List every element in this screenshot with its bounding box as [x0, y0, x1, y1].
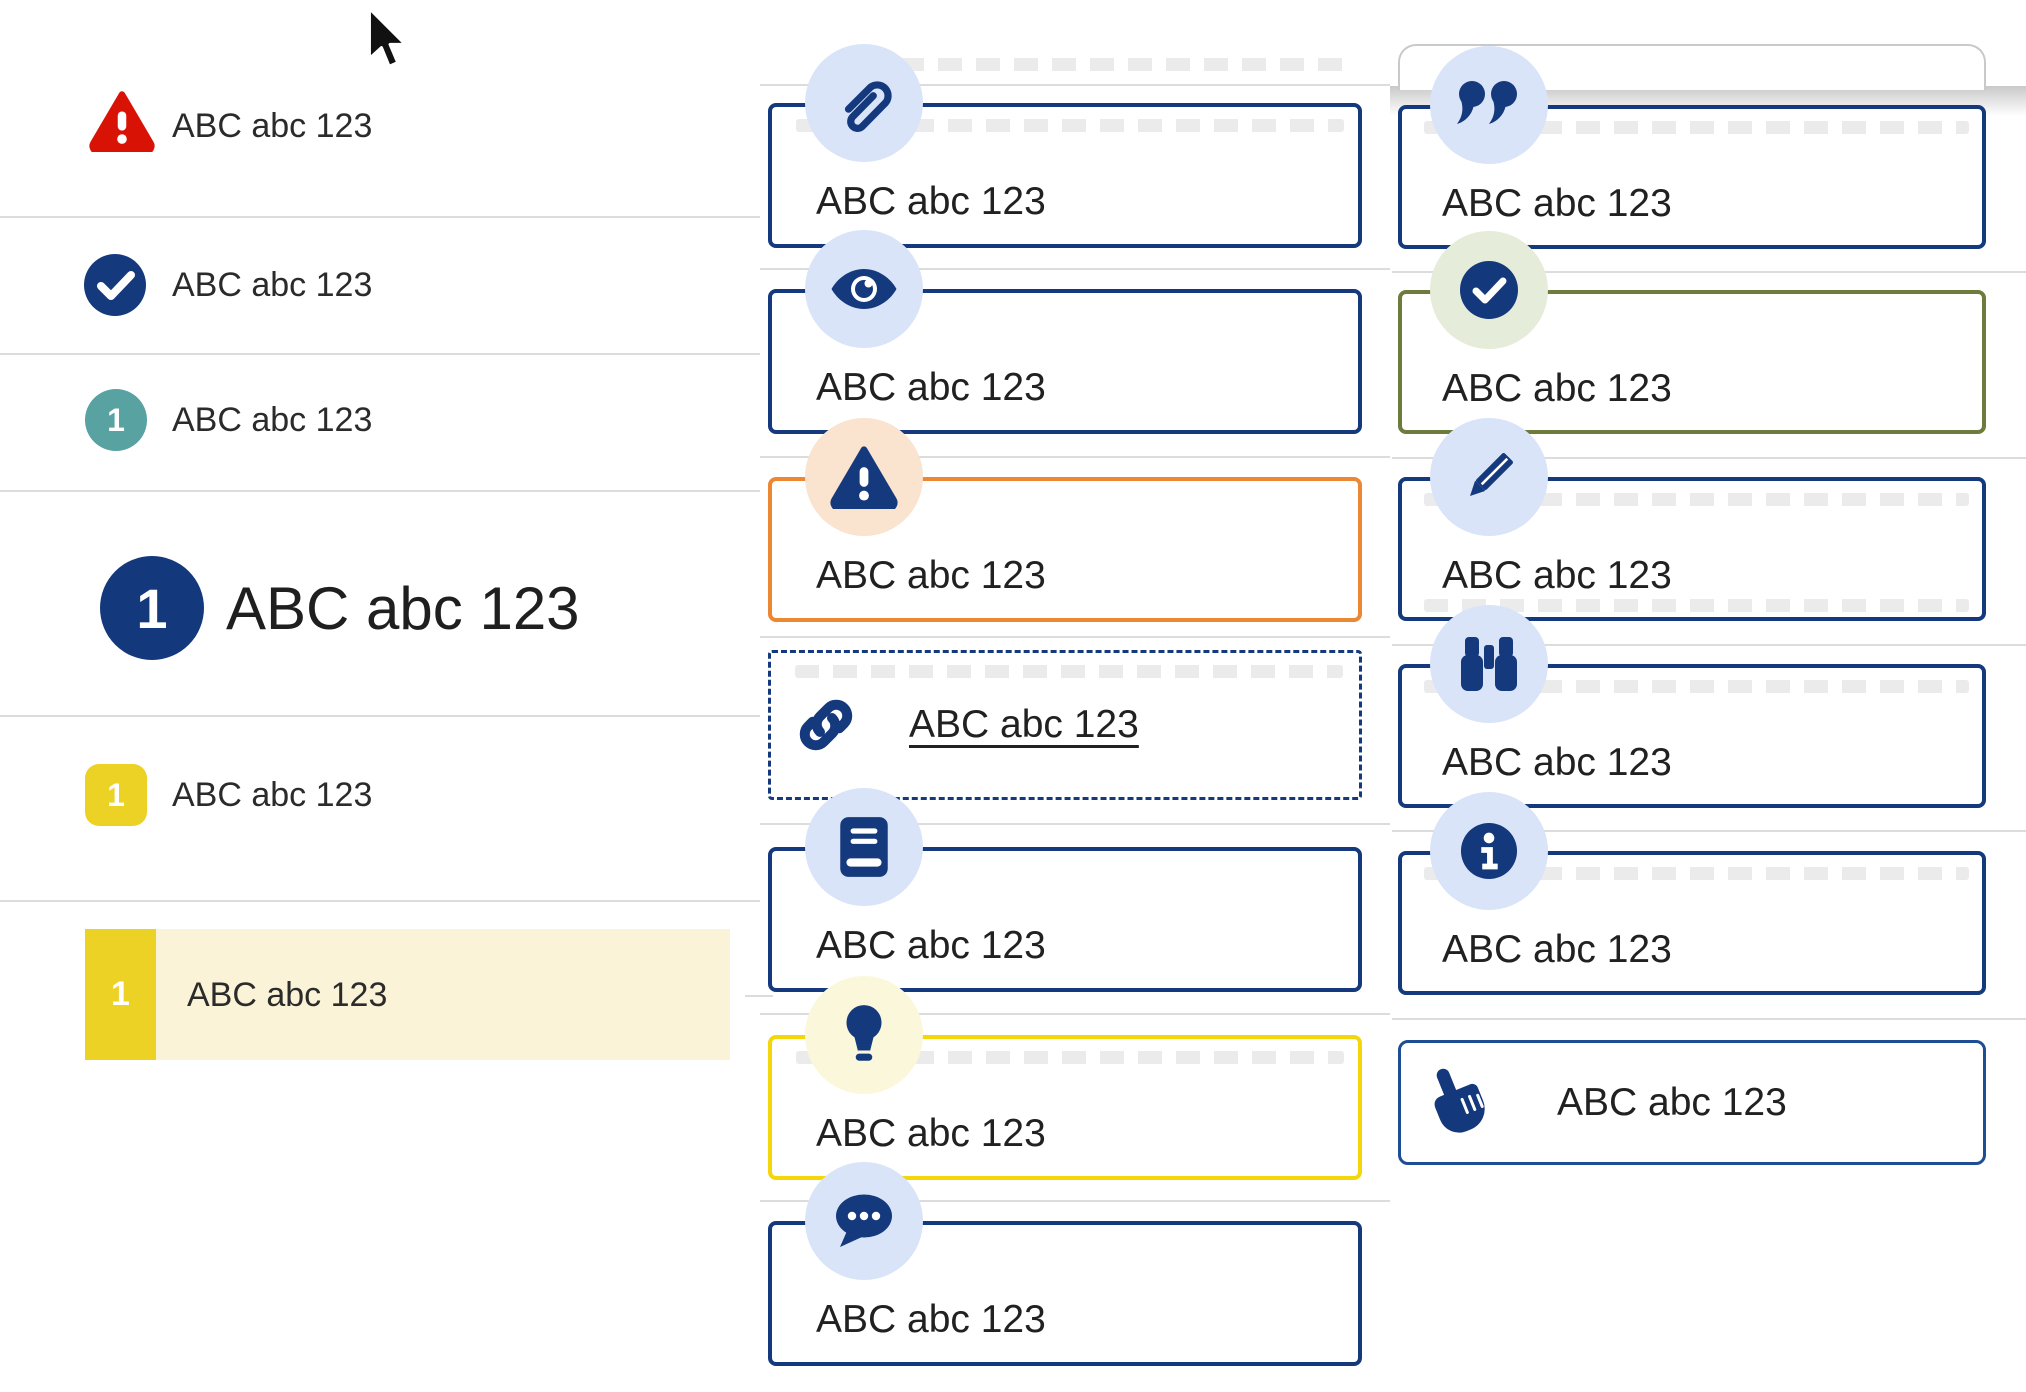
callout-action[interactable]: ABC abc 123	[1398, 1040, 1986, 1165]
link-icon	[793, 692, 859, 758]
redacted-text	[796, 1051, 1344, 1064]
callout-label: ABC abc 123	[816, 924, 1046, 967]
hand-pointer-icon	[1421, 1063, 1491, 1143]
number-badge-teal: 1	[85, 389, 147, 451]
divider	[760, 636, 1390, 638]
list-item-label: ABC abc 123	[172, 107, 373, 145]
book-icon	[805, 788, 923, 906]
pencil-icon	[1430, 418, 1548, 536]
speech-bubble-icon	[805, 1162, 923, 1280]
redacted-text	[1424, 867, 1969, 880]
list-item-label: ABC abc 123	[172, 401, 373, 439]
lightbulb-icon	[805, 976, 923, 1094]
callout-label: ABC abc 123	[1557, 1080, 1787, 1124]
redacted-text	[1424, 599, 1969, 612]
redacted-text	[1424, 680, 1969, 693]
list-item[interactable]: 1 ABC abc 123	[0, 550, 760, 670]
callout-label: ABC abc 123	[1442, 741, 1672, 784]
binoculars-icon	[1430, 605, 1548, 723]
callout-visibility[interactable]: ABC abc 123	[768, 289, 1362, 434]
callout-attachment[interactable]: ABC abc 123	[768, 103, 1362, 248]
divider	[760, 84, 1390, 86]
redacted-text	[796, 119, 1344, 132]
list-item[interactable]: ABC abc 123	[0, 80, 760, 180]
divider	[0, 353, 760, 355]
callout-label: ABC abc 123	[816, 180, 1046, 223]
list-item[interactable]: 1 ABC abc 123	[0, 385, 760, 461]
redacted-text	[1424, 493, 1969, 506]
redacted-text	[795, 665, 1343, 678]
list-item-label: ABC abc 123	[187, 976, 388, 1014]
paperclip-icon	[805, 44, 923, 162]
divider	[1392, 271, 2026, 273]
divider	[1392, 644, 2026, 646]
quote-icon	[1430, 46, 1548, 164]
callout-label: ABC abc 123	[1442, 928, 1672, 971]
divider	[760, 1200, 1390, 1202]
alert-triangle-icon	[88, 90, 156, 157]
divider	[0, 490, 760, 492]
redacted-text	[900, 58, 1355, 71]
callout-label: ABC abc 123	[1442, 182, 1672, 225]
divider	[760, 823, 1390, 825]
check-circle-icon	[84, 254, 146, 321]
callout-label: ABC abc 123	[816, 554, 1046, 597]
badge-number: 1	[107, 401, 125, 438]
divider	[1392, 457, 2026, 459]
eye-icon	[805, 230, 923, 348]
callout-label: ABC abc 123	[1442, 367, 1672, 410]
check-solid-icon	[1430, 231, 1548, 349]
list-item[interactable]: 1 ABC abc 123	[0, 760, 760, 836]
mouse-cursor	[366, 6, 410, 77]
divider	[0, 216, 760, 218]
badge-number: 1	[107, 776, 125, 813]
callout-link-text[interactable]: ABC abc 123	[909, 703, 1139, 746]
divider	[760, 268, 1390, 270]
divider	[0, 900, 760, 902]
callout-label: ABC abc 123	[816, 366, 1046, 409]
number-badge-yellow: 1	[85, 929, 156, 1060]
callout-link[interactable]: ABC abc 123	[768, 650, 1362, 800]
list-item[interactable]: ABC abc 123	[0, 250, 760, 326]
divider	[760, 456, 1390, 458]
badge-number: 1	[111, 975, 130, 1013]
info-icon	[1430, 792, 1548, 910]
list-item-label: ABC abc 123	[172, 266, 373, 304]
list-item-label: ABC abc 123	[226, 575, 580, 642]
warning-triangle-icon	[805, 418, 923, 536]
list-item-highlighted[interactable]: 1 ABC abc 123	[85, 929, 730, 1060]
callout-label: ABC abc 123	[1442, 554, 1672, 597]
divider	[745, 995, 773, 997]
divider	[0, 715, 760, 717]
callout-label: ABC abc 123	[816, 1112, 1046, 1155]
number-badge-yellow: 1	[85, 764, 147, 826]
redacted-text	[1424, 121, 1969, 134]
divider	[1392, 830, 2026, 832]
divider	[760, 1013, 1390, 1015]
number-badge-navy-large: 1	[100, 556, 204, 660]
badge-number: 1	[136, 576, 168, 640]
callout-label: ABC abc 123	[816, 1298, 1046, 1341]
divider	[1392, 1018, 2026, 1020]
list-item-label: ABC abc 123	[172, 776, 373, 814]
